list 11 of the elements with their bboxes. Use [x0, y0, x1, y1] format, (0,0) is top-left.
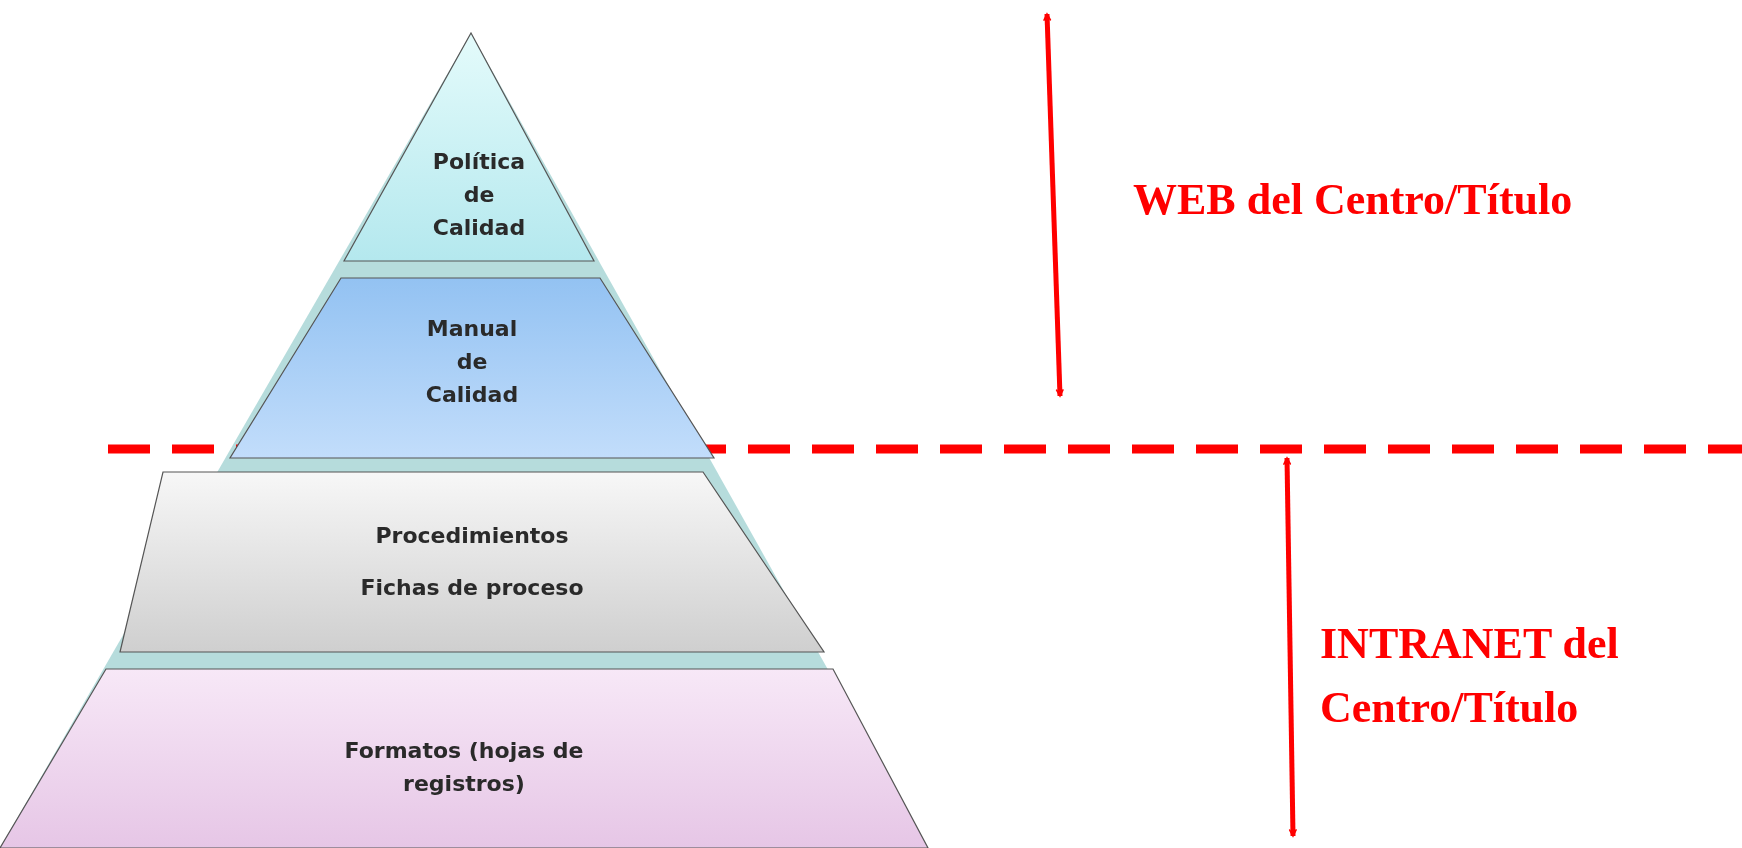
layer-label: Política de Calidad [431, 147, 527, 242]
pyramid-layer [344, 33, 594, 261]
pyramid-layer [230, 278, 714, 458]
layer-label: Manual de Calidad [424, 314, 520, 409]
range-label: WEB del Centro/Título [1133, 174, 1574, 226]
pyramid-layer [0, 669, 928, 848]
layer-label: Formatos (hojas de registros) [343, 737, 585, 798]
pyramid-layer [120, 472, 824, 652]
layer-label: Procedimientos [375, 521, 569, 550]
layer-label: Fichas de proceso [360, 573, 584, 602]
range-label: INTRANET del Centro/Título [1320, 618, 1620, 734]
